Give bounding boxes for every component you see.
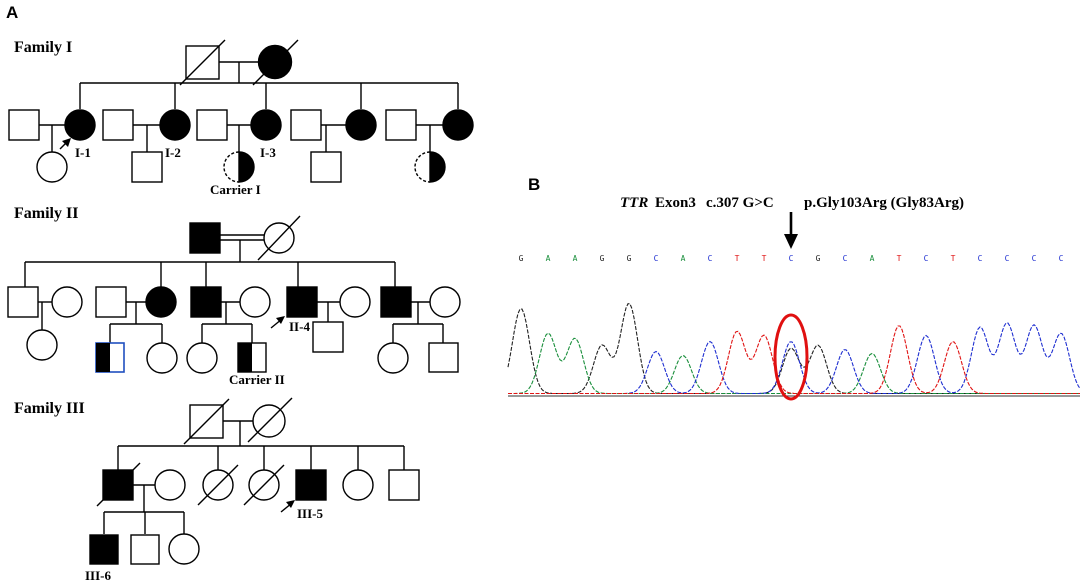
family-ii-title: Family II <box>14 205 78 222</box>
base-call: C <box>654 254 659 263</box>
pedigree-male-affected <box>286 286 318 318</box>
proband-arrow <box>59 138 71 150</box>
gene-name: TTR <box>620 195 648 211</box>
pedigree-male <box>312 321 344 353</box>
pedigree-male <box>95 286 127 318</box>
pedigree-female-affected <box>442 109 474 141</box>
label-i-3: I-3 <box>260 145 276 160</box>
pedigree-female <box>377 342 409 374</box>
base-call: C <box>1059 254 1064 263</box>
label-carrier-ii: Carrier II <box>229 372 285 387</box>
mutation-highlight <box>773 313 809 401</box>
pedigree-male <box>130 534 160 565</box>
panel-b-label: B <box>528 175 540 194</box>
pedigree-female <box>186 342 218 374</box>
pedigree-female <box>26 329 58 361</box>
base-call: A <box>546 254 551 263</box>
label-carrier-i: Carrier I <box>210 182 261 197</box>
trace-g <box>507 303 1080 395</box>
pedigree-male <box>310 151 342 183</box>
trace-c <box>508 322 1081 395</box>
base-call: T <box>735 254 740 263</box>
pedigree-female <box>51 286 83 318</box>
pedigree-female <box>339 286 371 318</box>
base-call: T <box>897 254 902 263</box>
label-iii-5: III-5 <box>297 506 324 521</box>
pedigree-male <box>8 109 40 141</box>
pedigree-female-affected <box>159 109 191 141</box>
pedigree-female <box>239 286 271 318</box>
pedigree-male <box>385 109 417 141</box>
protein-change: p.Gly103Arg (Gly83Arg) <box>804 195 964 211</box>
pedigree-female-affected <box>345 109 377 141</box>
pedigree-male <box>102 109 134 141</box>
pedigree-female <box>429 286 461 318</box>
base-call: A <box>870 254 875 263</box>
pedigree-male <box>290 109 322 141</box>
base-call: A <box>681 254 686 263</box>
pedigree-male-affected <box>380 286 412 318</box>
trace-t <box>508 325 1080 395</box>
pedigree-female-affected <box>145 286 177 318</box>
base-call: G <box>816 254 821 263</box>
pedigree-female <box>36 151 68 183</box>
proband-arrow <box>280 500 295 513</box>
pedigree-male-carrier <box>95 342 125 373</box>
pedigree-male <box>7 286 39 318</box>
family-i-pedigree: Family I I-1 I-2 <box>8 39 474 197</box>
base-call: C <box>1005 254 1010 263</box>
pedigree-female-affected <box>250 109 282 141</box>
exon-name: Exon3 <box>655 195 696 211</box>
proband-arrow <box>270 316 285 329</box>
mutation-annotation: TTR Exon3 c.307 G>C p.Gly103Arg (Gly83Ar… <box>620 195 964 249</box>
base-call: C <box>843 254 848 263</box>
base-call: C <box>789 254 794 263</box>
pedigree-female-affected-deceased <box>257 44 293 80</box>
pedigree-female <box>168 533 200 565</box>
base-call: T <box>951 254 956 263</box>
base-call: G <box>600 254 605 263</box>
pedigree-male-affected <box>295 469 327 501</box>
pedigree-male <box>131 151 163 183</box>
pedigree-male-carrier <box>237 342 267 373</box>
panel-a-label: A <box>6 3 18 22</box>
pedigree-male <box>388 469 420 501</box>
base-call: C <box>924 254 929 263</box>
family-i-title: Family I <box>14 39 72 56</box>
pedigree-male-affected <box>190 286 222 318</box>
label-ii-4: II-4 <box>289 319 310 334</box>
family-ii-pedigree: Family II <box>7 205 461 387</box>
base-call: G <box>519 254 524 263</box>
base-call: C <box>708 254 713 263</box>
base-call: G <box>627 254 632 263</box>
label-iii-6: III-6 <box>85 568 112 583</box>
pedigree-male <box>196 109 228 141</box>
pedigree-male-affected <box>189 222 221 254</box>
cdna-change: c.307 G>C <box>706 195 774 211</box>
chromatogram <box>507 303 1081 401</box>
pedigree-female <box>146 342 178 374</box>
family-iii-pedigree: Family III <box>14 397 420 583</box>
family-iii-title: Family III <box>14 400 85 417</box>
base-call: T <box>762 254 767 263</box>
pedigree-male-affected <box>89 534 119 565</box>
mutation-arrow <box>784 234 798 249</box>
pedigree-male <box>428 342 459 373</box>
label-i-1: I-1 <box>75 145 91 160</box>
base-call: C <box>978 254 983 263</box>
base-call: A <box>573 254 578 263</box>
pedigree-female-carrier <box>414 151 446 183</box>
base-call: C <box>1032 254 1037 263</box>
pedigree-female-affected <box>64 109 96 141</box>
pedigree-female <box>154 469 186 501</box>
pedigree-female-carrier <box>223 151 255 183</box>
pedigree-female <box>342 469 374 501</box>
label-i-2: I-2 <box>165 145 181 160</box>
